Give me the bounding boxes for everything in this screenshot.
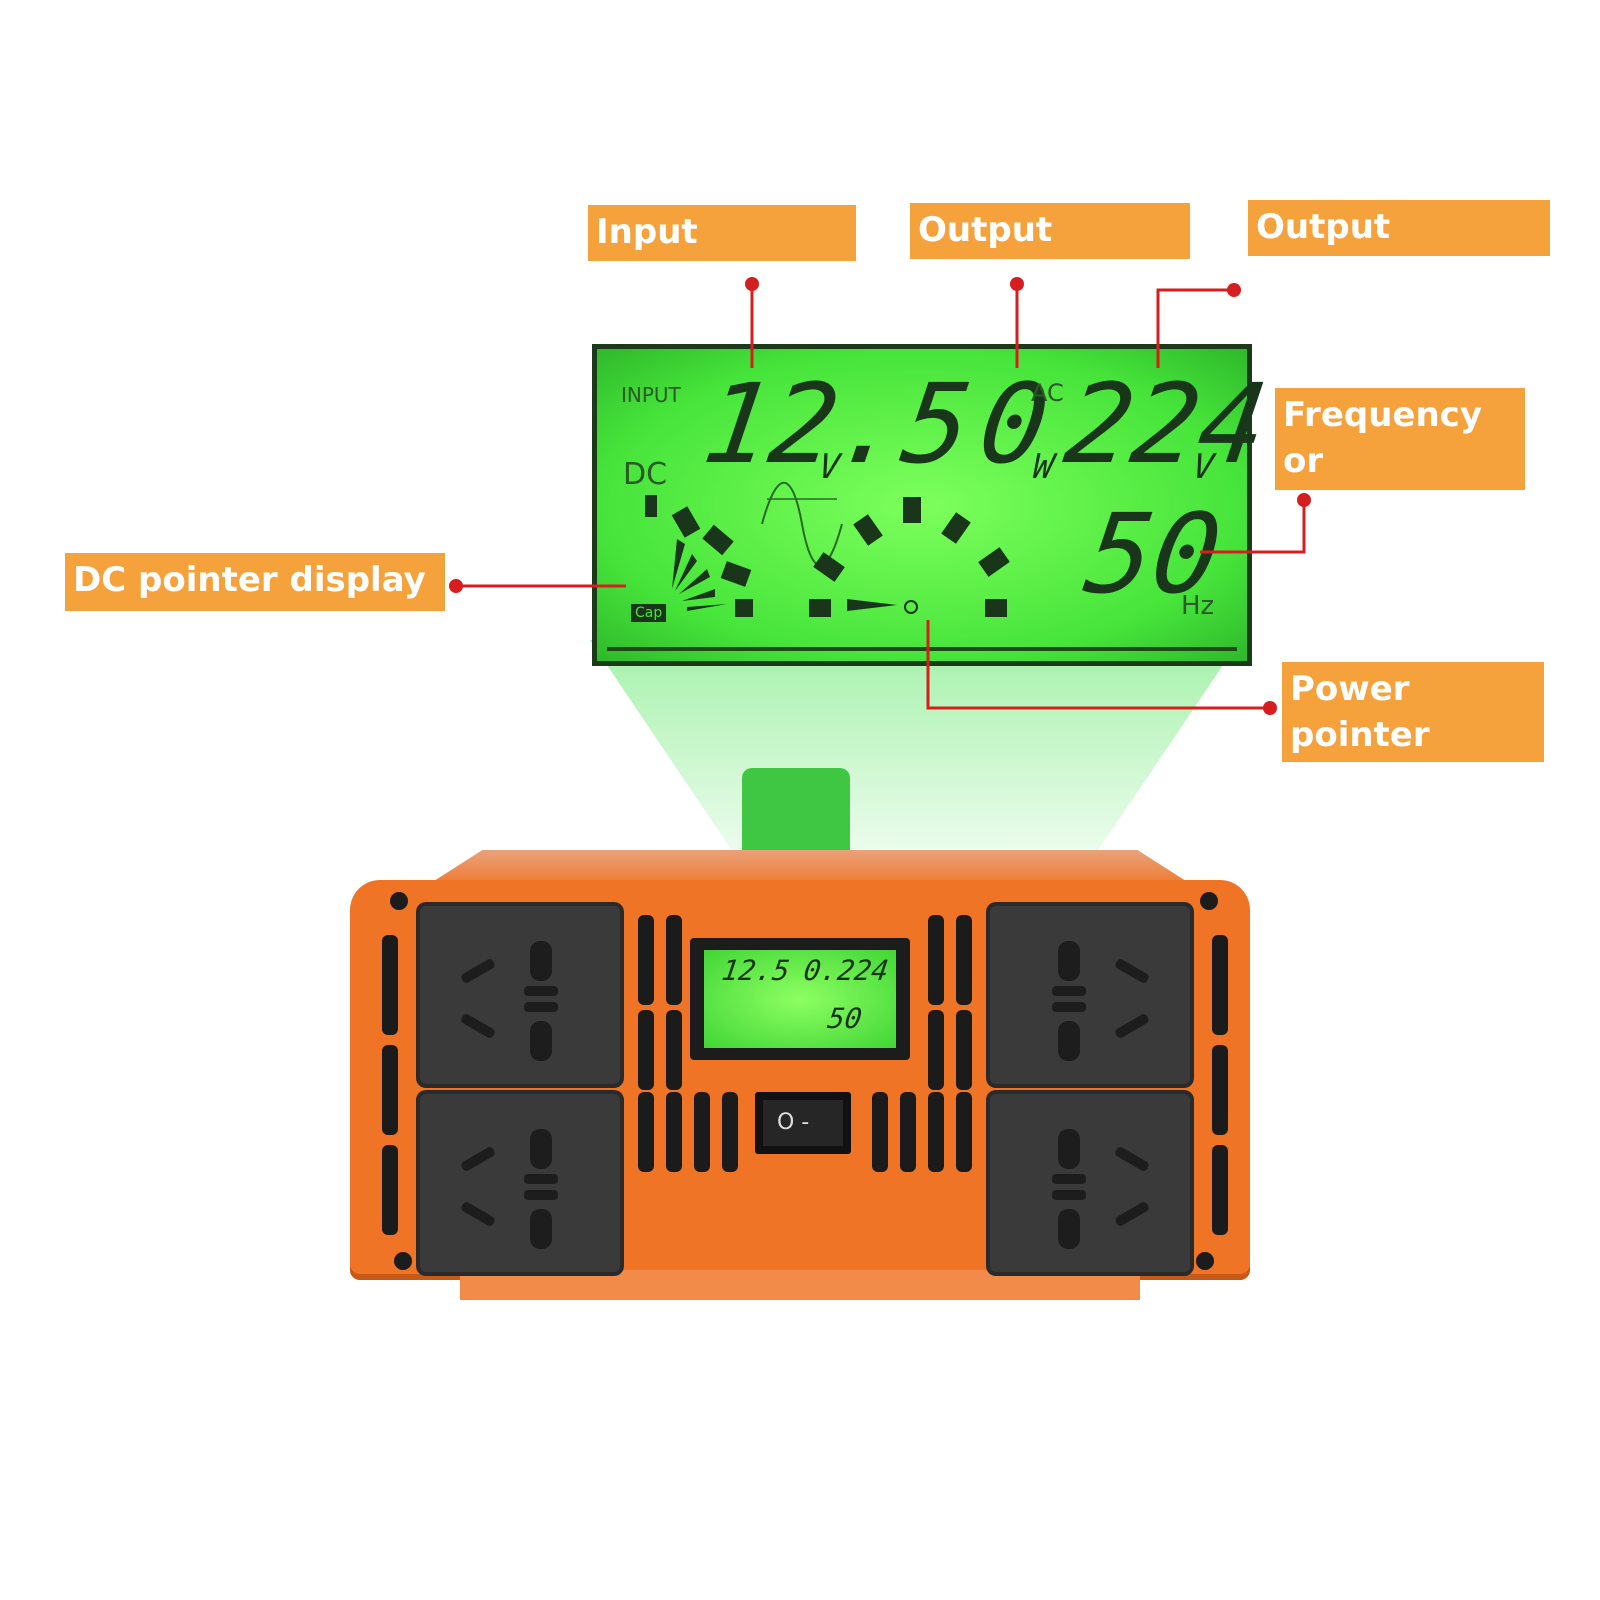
vent: [382, 1145, 398, 1235]
vent: [722, 1092, 738, 1172]
ac-socket-top-right[interactable]: [990, 906, 1190, 1084]
lcd-input-label: INPUT: [621, 383, 681, 407]
callout-power-pointer-display: Power pointer display: [1282, 662, 1544, 801]
vent: [956, 1092, 972, 1172]
screw: [1196, 1252, 1214, 1270]
lcd-inner-border: [607, 359, 1237, 651]
vent: [666, 1010, 682, 1090]
lcd-ac-label: AC: [1031, 379, 1064, 407]
lcd-frequency-unit: Hz: [1181, 591, 1215, 621]
vent: [382, 935, 398, 1035]
device-lcd-screen: 12.5 0.224 50: [704, 950, 896, 1048]
vent: [666, 915, 682, 1005]
callout-frequency-or-temperature: Frequency or temperature: [1275, 388, 1525, 527]
mini-lcd-output-value: 0.224: [801, 954, 891, 987]
vent: [872, 1092, 888, 1172]
vent: [666, 1092, 682, 1172]
vent: [956, 1010, 972, 1090]
screw: [394, 1252, 412, 1270]
lcd-dc-label: DC: [623, 457, 668, 492]
vent: [638, 915, 654, 1005]
power-switch-symbols: O -: [777, 1110, 810, 1135]
vent: [956, 915, 972, 1005]
device-base: [460, 1270, 1140, 1300]
power-switch-rocker[interactable]: O -: [763, 1100, 843, 1146]
vent: [1212, 935, 1228, 1035]
mini-lcd-frequency-value: 50: [825, 1002, 865, 1035]
vent: [928, 915, 944, 1005]
vent: [928, 1092, 944, 1172]
lcd-pointer-graphics: [645, 481, 1010, 617]
vent: [638, 1092, 654, 1172]
callout-output-power: Output power: [910, 203, 1190, 296]
device-lcd-bezel: 12.5 0.224 50: [690, 938, 910, 1060]
vent: [928, 1010, 944, 1090]
callout-input-voltage: Input voltage: [588, 205, 856, 298]
ac-socket-bottom-right[interactable]: [990, 1094, 1190, 1272]
screw: [390, 892, 408, 910]
callout-dc-pointer-display: DC pointer display: [65, 553, 445, 611]
vent: [1212, 1045, 1228, 1135]
lcd-display-enlarged: INPUT DC 12.5 V 0 W AC 224 V 50 Hz Cap: [592, 344, 1275, 666]
mini-lcd-input-value: 12.5: [719, 954, 792, 987]
screw: [1200, 892, 1218, 910]
vent: [638, 1010, 654, 1090]
vent: [382, 1045, 398, 1135]
ac-socket-bottom-left[interactable]: [420, 1094, 620, 1272]
vent: [1212, 1145, 1228, 1235]
vent: [900, 1092, 916, 1172]
power-switch[interactable]: O -: [755, 1092, 851, 1154]
lcd-cap-label: Cap: [631, 604, 667, 622]
vent: [694, 1092, 710, 1172]
ac-socket-top-left[interactable]: [420, 906, 620, 1084]
callout-output-voltage: Output voltage: [1248, 200, 1550, 293]
